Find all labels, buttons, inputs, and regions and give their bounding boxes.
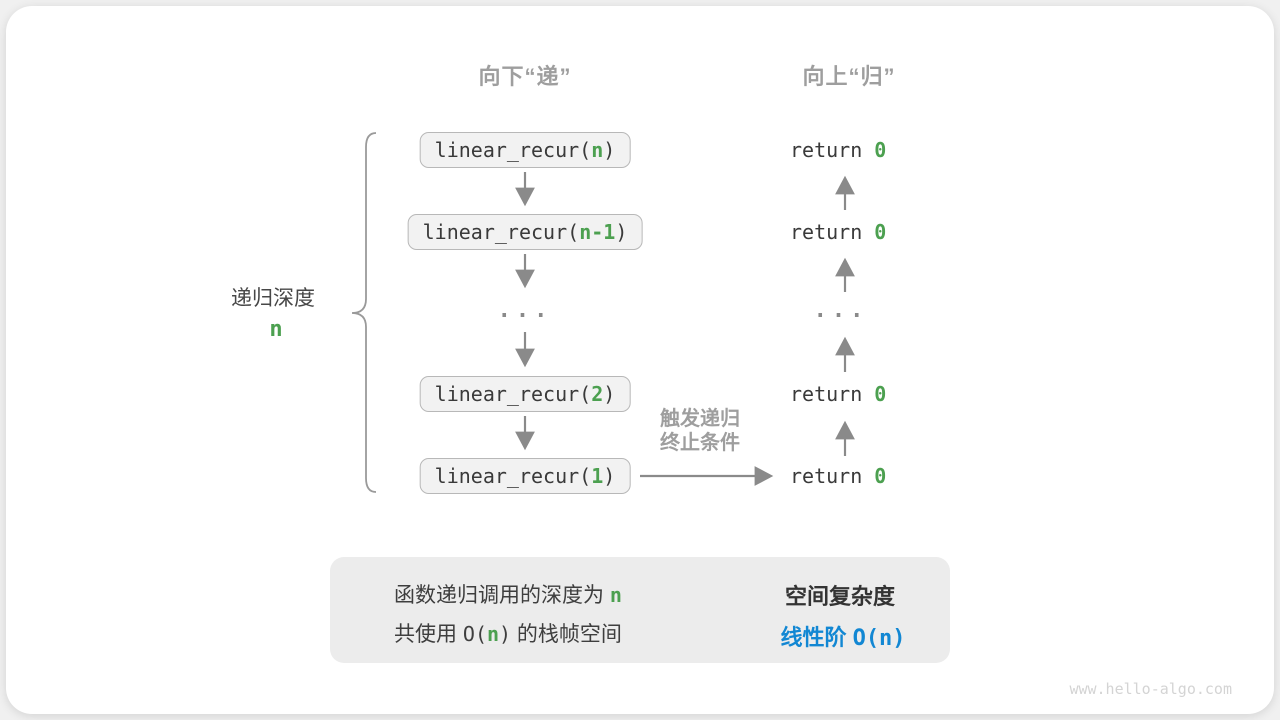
return-text: return (790, 220, 875, 244)
call-box-1: linear_recur(1) (419, 458, 631, 494)
call-text-close: ) (603, 138, 616, 162)
return-row: return 0 (790, 463, 886, 489)
complexity-order-code: O(n) (852, 626, 906, 651)
header-descend: 向下“递” (478, 64, 572, 89)
return-row: return 0 (790, 381, 886, 407)
space-complexity-value: 线性阶 O(n) (780, 620, 905, 652)
summary-line2-n: n (486, 622, 500, 646)
summary-line2-text-end: 的栈帧空间 (511, 623, 622, 646)
call-text-close: ) (603, 382, 616, 406)
call-text-close: ) (603, 464, 616, 488)
watermark: www.hello-algo.com (1069, 680, 1232, 698)
return-text: return (790, 138, 875, 162)
call-box-n: linear_recur(n) (419, 132, 631, 168)
return-text: return (790, 382, 875, 406)
ellipsis-left: ... (497, 298, 553, 323)
return-value: 0 (874, 382, 887, 406)
return-value: 0 (874, 464, 887, 488)
call-box-2: linear_recur(2) (419, 376, 631, 412)
return-value: 0 (874, 220, 887, 244)
depth-value: n (269, 317, 283, 342)
summary-line2-bigO-open: O( (462, 622, 487, 646)
complexity-order-cn: 线性阶 (780, 625, 853, 650)
ellipsis-right: ... (813, 298, 869, 323)
call-text: linear_recur( (434, 138, 592, 162)
call-arg: n (591, 138, 604, 162)
return-text: return (790, 464, 875, 488)
call-box-n-1: linear_recur(n-1) (407, 214, 643, 250)
terminate-condition-line1: 触发递归 (660, 408, 740, 430)
summary-line2-text: 共使用 (394, 623, 463, 646)
call-arg: 2 (591, 382, 604, 406)
summary-line1: 函数递归调用的深度为 n (394, 576, 622, 615)
summary-line1-text: 函数递归调用的深度为 (394, 584, 610, 607)
return-row: return 0 (790, 137, 886, 163)
return-row: return 0 (790, 219, 886, 245)
summary-text: 函数递归调用的深度为 n 共使用 O(n) 的栈帧空间 (394, 576, 622, 654)
call-text-close: ) (615, 220, 628, 244)
depth-label: 递归深度 (231, 287, 315, 310)
summary-line2: 共使用 O(n) 的栈帧空间 (394, 615, 622, 654)
call-text: linear_recur( (434, 382, 592, 406)
call-text: linear_recur( (434, 464, 592, 488)
return-value: 0 (874, 138, 887, 162)
call-arg: n-1 (579, 220, 616, 244)
summary-line2-bigO-close: ) (499, 622, 512, 646)
summary-line1-n: n (609, 583, 622, 607)
header-ascend: 向上“归” (802, 64, 896, 89)
call-arg: 1 (591, 464, 604, 488)
summary-panel (330, 557, 950, 663)
call-text: linear_recur( (422, 220, 580, 244)
terminate-condition-line2: 终止条件 (660, 432, 740, 454)
terminate-condition-label: 触发递归 终止条件 (660, 407, 740, 455)
space-complexity-title: 空间复杂度 (784, 584, 896, 609)
